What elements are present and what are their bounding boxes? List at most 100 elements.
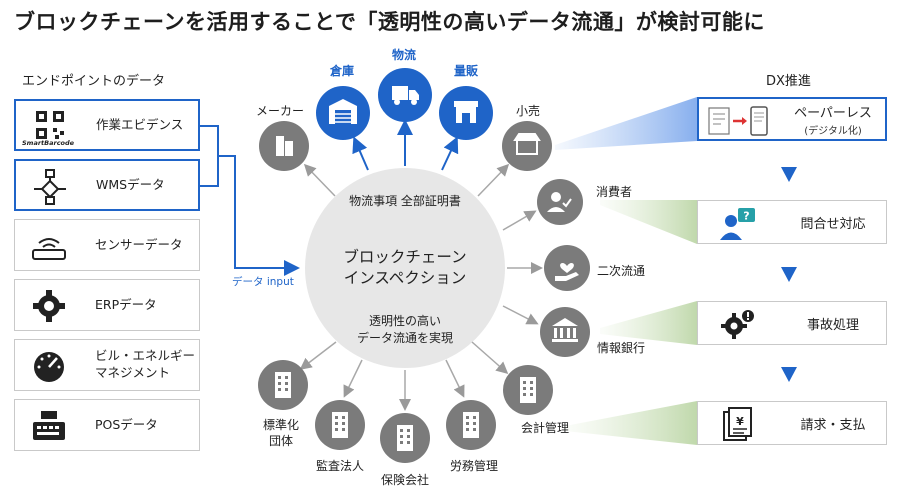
- flow-network-icon: [34, 169, 66, 205]
- node-label-mass-retail: 量販: [454, 64, 479, 78]
- dx-label: 問合せ対応: [800, 216, 866, 232]
- center-circle: [305, 168, 505, 368]
- building-icon: [276, 136, 293, 156]
- source-label: ビル・エネルギー マネジメント: [95, 348, 196, 380]
- qr-code-icon: [36, 111, 64, 139]
- truck-icon: [392, 86, 419, 105]
- spoke-audit: [343, 359, 363, 398]
- spoke-labor: [445, 359, 465, 398]
- warehouse-icon: [329, 99, 357, 124]
- node-accounting: [503, 365, 553, 415]
- spoke-retail: [477, 163, 510, 197]
- page-title: ブロックチェーンを活用することで「透明性の高いデータ流通」が検討可能に: [14, 10, 765, 34]
- cash-register-icon: [33, 411, 65, 440]
- beam-billing: [565, 401, 697, 445]
- source-label: WMSデータ: [96, 176, 165, 192]
- node-label-accounting: 会計管理: [521, 421, 570, 435]
- node-label-standards: 標準化 団体: [263, 418, 300, 448]
- source-work-evidence[interactable]: SmartBarcode 作業エビデンス: [14, 99, 200, 151]
- node-label-retail: 小売: [516, 104, 541, 118]
- spoke-accounting: [471, 341, 509, 374]
- input-connector-1: [200, 125, 300, 276]
- node-label-logistics: 物流: [392, 48, 417, 62]
- node-label-secondary: 二次流通: [597, 264, 646, 278]
- bank-icon: [552, 318, 578, 342]
- source-pos[interactable]: POSデータ: [14, 399, 200, 451]
- dx-label: ペーパーレス: [794, 105, 872, 121]
- hand-heart-icon: [555, 262, 579, 281]
- building-icon: [332, 412, 348, 438]
- source-label: センサーデータ: [95, 236, 183, 252]
- right-panel-heading: DX推進: [766, 74, 811, 89]
- dx-sublabel: (デジタル化): [804, 125, 862, 137]
- node-label-labor: 労務管理: [450, 459, 499, 473]
- spoke-consumer: [502, 210, 537, 231]
- node-logistics: [378, 68, 432, 122]
- gear-alert-icon: [721, 310, 754, 339]
- node-secondary: [544, 245, 590, 291]
- dx-inquiry[interactable]: ? 問合せ対応: [697, 200, 887, 244]
- center-bottom-line1: 透明性の高い: [368, 314, 441, 328]
- node-mass-retail: [439, 86, 493, 140]
- gear-icon: [33, 290, 65, 322]
- spoke-standards: [299, 341, 337, 370]
- building-icon: [463, 412, 479, 438]
- node-label-audit: 監査法人: [316, 459, 365, 473]
- support-person-icon: ?: [720, 208, 755, 240]
- node-insurance: [380, 413, 430, 463]
- node-maker: [259, 121, 309, 171]
- center-main-line1: ブロックチェーン: [343, 248, 467, 266]
- node-standards: [258, 360, 308, 410]
- building-icon: [275, 372, 291, 398]
- beam-accident: [600, 301, 697, 345]
- source-wms[interactable]: WMSデータ: [14, 159, 200, 211]
- gauge-icon: [34, 352, 64, 382]
- node-audit: [315, 400, 365, 450]
- data-input-label: データ input: [232, 276, 294, 288]
- spoke-warehouse: [352, 136, 369, 171]
- node-warehouse: [316, 86, 370, 140]
- spoke-infobank: [502, 305, 539, 325]
- node-labor: [446, 400, 496, 450]
- dx-label: 請求・支払: [800, 417, 866, 433]
- dx-label: 事故処理: [806, 317, 859, 333]
- source-label: POSデータ: [95, 416, 158, 432]
- node-label-infobank: 情報銀行: [597, 341, 646, 355]
- store-icon: [513, 133, 541, 155]
- building-icon: [397, 425, 413, 451]
- center-top-text: 物流事項 全部証明書: [349, 194, 461, 208]
- paper-to-phone-icon: [708, 106, 768, 136]
- svg-text:?: ?: [743, 210, 749, 223]
- center-bottom-line2: データ流通を実現: [356, 331, 453, 345]
- node-consumer: [537, 179, 583, 225]
- dx-paperless[interactable]: ペーパーレス (デジタル化): [697, 97, 887, 141]
- dx-arrow-3: [781, 367, 797, 382]
- source-sensor[interactable]: センサーデータ: [14, 219, 200, 271]
- svg-text:¥: ¥: [736, 415, 744, 428]
- node-label-insurance: 保険会社: [381, 473, 430, 487]
- store-icon: [454, 101, 478, 123]
- node-label-warehouse: 倉庫: [330, 64, 355, 78]
- dx-arrow-2: [781, 267, 797, 282]
- spoke-mass-retail: [441, 136, 459, 171]
- center-main-line2: インスペクション: [343, 269, 467, 287]
- dx-accident[interactable]: 事故処理: [697, 301, 887, 345]
- smartbarcode-caption: SmartBarcode: [22, 139, 75, 147]
- beam-paperless: [555, 97, 697, 150]
- node-retail: [502, 121, 552, 171]
- sensor-icon: [32, 238, 66, 260]
- node-infobank: [540, 307, 590, 357]
- node-label-maker: メーカー: [256, 104, 305, 118]
- left-panel-heading: エンドポイントのデータ: [22, 74, 166, 89]
- source-label: ERPデータ: [95, 296, 157, 312]
- dx-billing[interactable]: ¥ 請求・支払: [697, 401, 887, 445]
- building-icon: [520, 377, 536, 403]
- dx-arrow-1: [781, 167, 797, 182]
- node-label-consumer: 消費者: [596, 185, 633, 199]
- input-connector-2: [200, 156, 219, 187]
- consumer-icon: [547, 192, 572, 212]
- source-building-energy[interactable]: ビル・エネルギー マネジメント: [14, 339, 200, 391]
- beam-inquiry: [600, 200, 697, 244]
- source-erp[interactable]: ERPデータ: [14, 279, 200, 331]
